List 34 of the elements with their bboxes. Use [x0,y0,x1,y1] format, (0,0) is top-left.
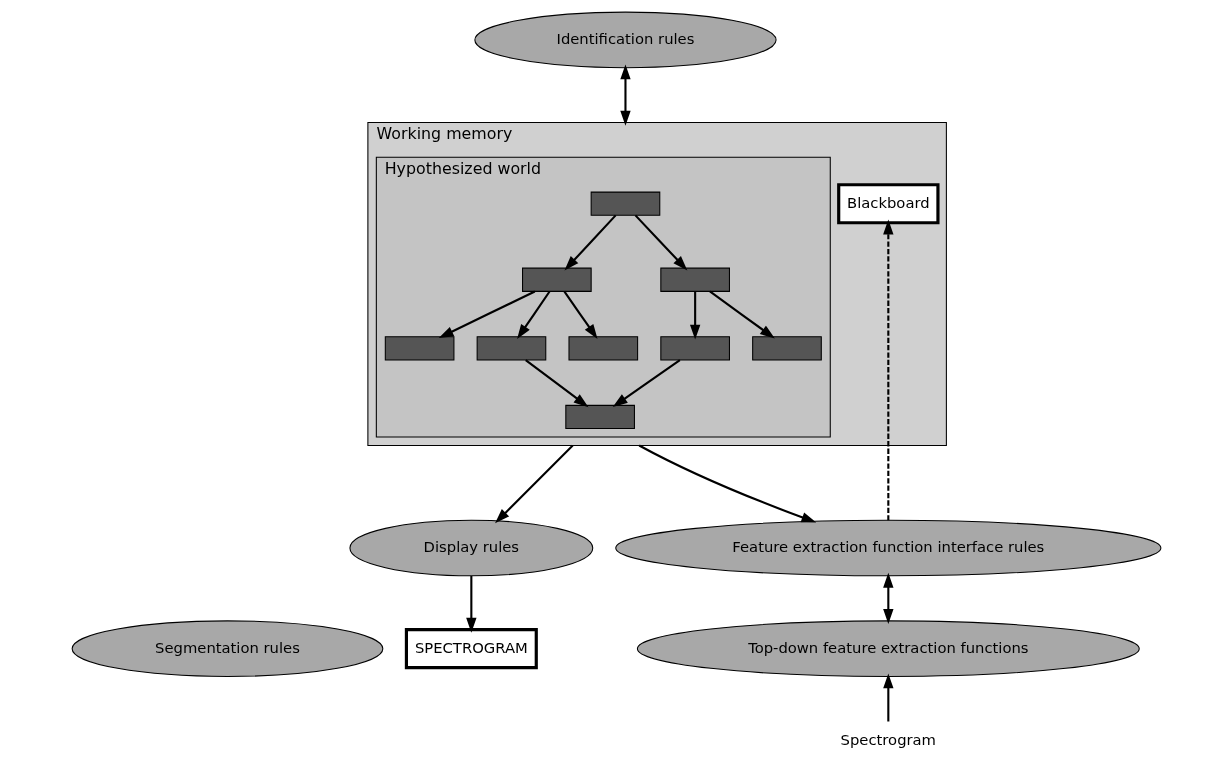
node-ellipse: Segmentation rules [71,620,383,677]
arrow [516,290,550,340]
arrow [524,359,588,408]
arrow [882,572,893,624]
node-box [590,191,660,216]
node-box [659,336,730,361]
node-box [521,267,592,292]
node-box [659,267,730,292]
node-box: SPECTROGRAM [404,628,538,670]
node-box [564,404,635,430]
node-ellipse: Display rules [348,519,593,577]
arrow [562,290,598,340]
cluster: Hypothesized world [375,156,831,438]
node-box [567,336,638,361]
arrow [882,673,893,722]
arrow [494,444,573,524]
node-box [476,336,546,361]
arrow [564,214,616,271]
arrow [612,359,680,408]
node-ellipse: Top-down feature extraction functions [636,620,1140,677]
node-box [384,336,454,361]
arrow [689,291,700,340]
arrow [438,290,535,339]
node-text: Spectrogram [840,730,936,748]
node-box [751,336,822,361]
arrow [882,219,893,521]
arrow [465,576,477,633]
arrow [638,444,816,523]
arrow [619,64,631,126]
node-ellipse: Identification rules [473,11,777,69]
arrow [634,214,687,271]
node-ellipse: Feature extraction function interface rules [614,519,1161,577]
node-box: Blackboard [836,183,940,225]
arrow [708,290,775,339]
